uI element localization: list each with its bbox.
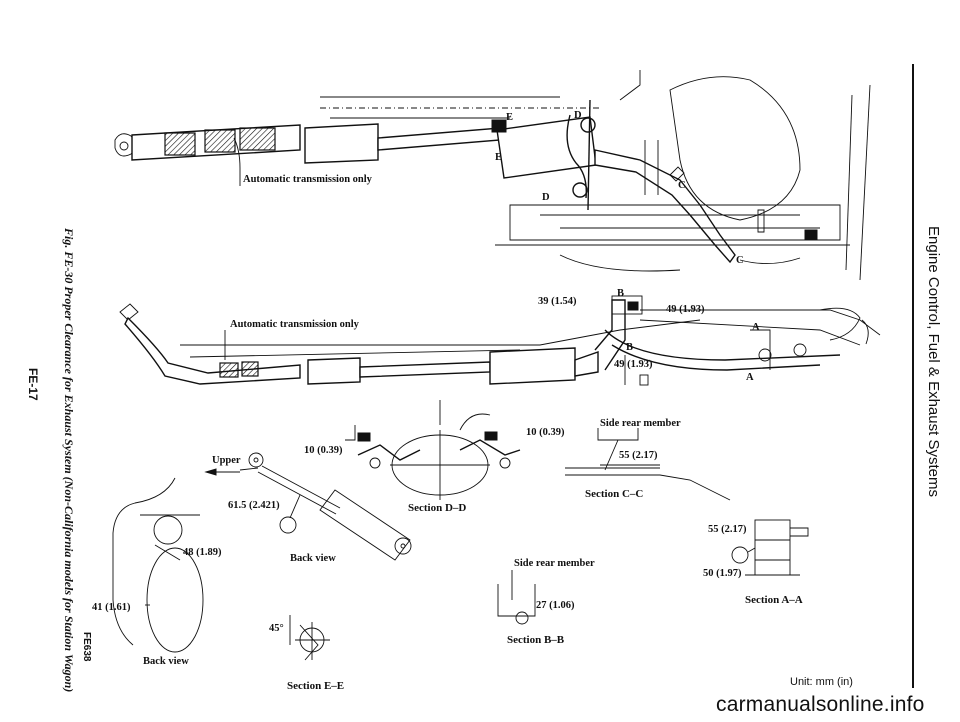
letter-d-2: D xyxy=(542,192,550,203)
section-aa xyxy=(731,519,809,576)
section-cc xyxy=(565,428,731,501)
letter-e-2: E xyxy=(495,152,502,163)
dim-10a: 10 (0.39) xyxy=(304,445,343,456)
label-section-ee: Section E–E xyxy=(287,680,344,692)
left-rear-view xyxy=(112,477,204,653)
label-back-view-2: Back view xyxy=(143,656,189,667)
letter-c-1: C xyxy=(678,180,686,191)
middle-exhaust-assembly xyxy=(119,295,881,386)
dim-55b: 55 (2.17) xyxy=(708,524,747,535)
dim-27: 27 (1.06) xyxy=(536,600,575,611)
dim-41: 41 (1.61) xyxy=(92,602,131,613)
callout-automatic-top: Automatic transmission only xyxy=(243,174,373,185)
section-dd xyxy=(345,400,521,500)
label-section-bb: Section B–B xyxy=(507,634,565,646)
unit-note: Unit: mm (in) xyxy=(790,676,853,688)
dim-49a: 49 (1.93) xyxy=(666,304,705,315)
top-exhaust-assembly xyxy=(114,70,871,281)
right-divider xyxy=(912,64,914,688)
letter-d-1: D xyxy=(574,110,582,121)
label-section-dd: Section D–D xyxy=(408,502,466,514)
letter-b-2: B xyxy=(626,342,633,353)
letter-a-1: A xyxy=(752,322,760,333)
label-side-rear-member-2: Side rear member xyxy=(514,558,595,569)
dim-39: 39 (1.54) xyxy=(538,296,577,307)
letter-b-1: B xyxy=(617,288,624,299)
dim-48: 48 (1.89) xyxy=(183,547,222,558)
callout-automatic-mid: Automatic transmission only xyxy=(230,319,360,330)
section-ee xyxy=(289,615,330,661)
dim-50: 50 (1.97) xyxy=(703,568,742,579)
shock-back-view xyxy=(204,452,412,561)
page-number: FE-17 xyxy=(26,368,40,401)
label-side-rear-member-1: Side rear member xyxy=(600,418,681,429)
dim-10b: 10 (0.39) xyxy=(526,427,565,438)
dim-45: 45° xyxy=(269,623,284,634)
letter-e-1: E xyxy=(506,112,513,123)
label-back-view-1: Back view xyxy=(290,553,336,564)
label-section-cc: Section C–C xyxy=(585,488,643,500)
figure-code: FE638 xyxy=(81,632,92,662)
dim-49b: 49 (1.93) xyxy=(614,359,653,370)
watermark: carmanualsonline.info xyxy=(716,693,925,716)
side-title: Engine Control, Fuel & Exhaust Systems xyxy=(925,226,942,497)
label-upper: Upper xyxy=(212,455,241,466)
label-section-aa: Section A–A xyxy=(745,594,803,606)
figure-caption: Fig. FE-30 Proper Clearance for Exhaust … xyxy=(62,228,76,693)
dim-61: 61.5 (2.421) xyxy=(228,500,280,511)
letter-c-2: C xyxy=(736,255,744,266)
dim-55a: 55 (2.17) xyxy=(619,450,658,461)
letter-a-2: A xyxy=(746,372,754,383)
section-bb xyxy=(497,570,536,625)
